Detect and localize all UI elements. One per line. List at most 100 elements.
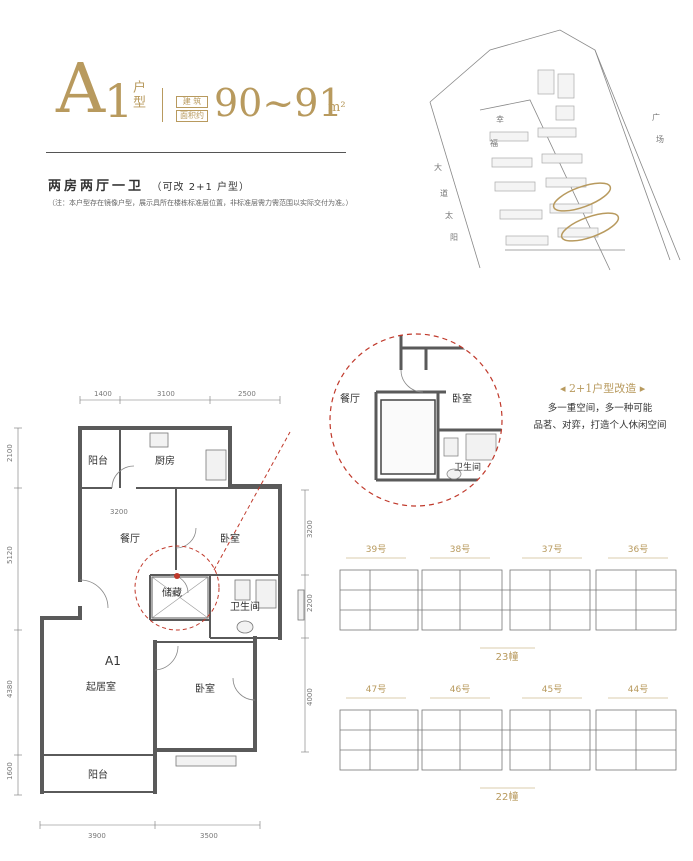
road-label: 太	[445, 210, 453, 220]
zoom-label-bedroom: 卧室	[452, 392, 472, 405]
header-rule	[46, 152, 346, 153]
unit-label-37: 37号	[542, 544, 562, 555]
unit-label-47: 47号	[366, 684, 386, 695]
room-balcony-top: 阳台	[88, 454, 108, 467]
room-bedroom-top: 卧室	[220, 532, 240, 545]
area-tag-line-2: 面积约	[176, 110, 208, 122]
callout-line-1: 多一重空间，多一种可能	[547, 403, 653, 414]
road-label: 幸	[496, 115, 504, 124]
bath-fixture	[234, 579, 251, 601]
dim-label-left: 2100	[6, 444, 14, 462]
dim-label-right: 4000	[306, 688, 314, 706]
zoom-detail: 餐厅 卧室 卫生间	[329, 333, 503, 507]
site-building	[545, 177, 587, 188]
highlight-ring-22	[560, 212, 620, 242]
unit-label-44: 44号	[628, 684, 648, 695]
area-tag-line-1: 建 筑	[176, 96, 208, 108]
layout-note: （注：本户型存在镜像户型，展示具所在楼栋标准层位置，非标准层需力需范围以实际交付…	[48, 199, 353, 207]
highlight-ring-23	[552, 182, 612, 212]
zoom-source-ring	[134, 545, 220, 631]
unit-label: A1	[105, 654, 121, 668]
road-edge-left	[429, 101, 481, 269]
dim-label-right: 2200	[306, 594, 314, 612]
appliance	[297, 589, 305, 621]
plan-unit	[421, 569, 503, 631]
road-label: 福	[490, 139, 498, 148]
site-building	[557, 227, 599, 238]
road-edge	[594, 49, 681, 261]
storage-cross	[151, 576, 209, 619]
dim-label-inner: 3200	[110, 508, 128, 516]
site-building	[494, 181, 536, 192]
zoom-label-bathroom: 卫生间	[454, 461, 481, 473]
unit-label-36: 36号	[628, 544, 648, 555]
road-label: 大	[434, 162, 442, 172]
zoom-bath-fixture	[443, 437, 459, 457]
site-building	[489, 131, 529, 142]
zoom-dot	[174, 573, 180, 579]
door-swing	[175, 527, 197, 549]
room-kitchen: 厨房	[155, 454, 175, 467]
unit-label-46: 46号	[450, 684, 470, 695]
site-building	[555, 105, 575, 121]
site-building	[505, 235, 549, 246]
room-balcony-bottom: 阳台	[88, 768, 108, 781]
room-bedroom-bottom: 卧室	[195, 682, 215, 695]
plan-unit	[421, 709, 503, 771]
road-label: 道	[440, 188, 448, 198]
site-building	[549, 203, 593, 214]
type-letter: A	[56, 50, 106, 129]
callout-title: ◂ 2+1户型改造 ▸	[560, 380, 645, 396]
dim-label-bottom: 3900	[88, 832, 106, 840]
building-23-plan: 39号 38号 37号 36号 23幢	[339, 544, 677, 663]
layout-name: 两房两厅一卫 （可改 2+1 户型）	[48, 175, 250, 194]
type-number: 1	[104, 74, 134, 128]
layout-rooms: 两房两厅一卫	[48, 179, 145, 194]
building-name-22: 22幢	[496, 790, 519, 803]
area-tag: 建 筑 面积约	[176, 96, 208, 124]
dim-label-right: 3200	[306, 520, 314, 538]
dim-label-top: 2500	[238, 390, 256, 398]
plan-unit	[339, 709, 419, 771]
dim-label-left: 4380	[6, 680, 14, 698]
wall	[228, 484, 282, 640]
site-building	[499, 209, 543, 220]
floor-plan: 1400 3100 2500 3900 3500 2100 5120 4380 …	[6, 390, 314, 840]
door-swing	[111, 465, 135, 489]
road-label: 阳	[450, 233, 458, 242]
unit-label-39: 39号	[366, 544, 386, 555]
dim-label-top: 3100	[157, 390, 175, 398]
callout-arrow-right-icon: ▸	[636, 382, 646, 395]
callout-arrow-left-icon: ◂	[560, 382, 570, 395]
site-boundary	[429, 29, 671, 261]
unit-label-45: 45号	[542, 684, 562, 695]
area-value: 90~91	[214, 81, 343, 125]
plan-unit	[339, 569, 419, 631]
zoom-door-swing	[400, 369, 424, 393]
site-building	[537, 127, 577, 138]
zoom-storage-room	[380, 399, 436, 475]
kitchen-sink	[149, 432, 169, 448]
door-swing	[79, 579, 109, 609]
layout-alt: （可改 2+1 户型）	[151, 182, 251, 193]
type-suffix: 户型	[130, 80, 145, 110]
zoom-toilet	[446, 468, 462, 480]
dim-label-top: 1400	[94, 390, 112, 398]
site-building	[541, 153, 583, 164]
site-building	[491, 157, 533, 168]
building-22-plan: 47号 46号 45号 44号 22幢	[339, 684, 677, 803]
unit-label-38: 38号	[450, 544, 470, 555]
door-swing	[169, 574, 189, 594]
road-label: 场	[656, 135, 664, 144]
dim-label-bottom: 3500	[200, 832, 218, 840]
callout-title-text: 2+1户型改造	[569, 382, 637, 395]
site-map: 幸 福 大 道 太 阳 广 场	[429, 29, 681, 271]
site-building	[557, 73, 575, 99]
shower	[255, 579, 277, 609]
door-swing	[232, 677, 256, 701]
door-swing	[154, 645, 179, 671]
kitchen-stove	[205, 449, 227, 481]
bay-window	[175, 755, 237, 767]
room-storage: 储藏	[162, 586, 182, 599]
room-living: 起居室	[86, 680, 116, 693]
